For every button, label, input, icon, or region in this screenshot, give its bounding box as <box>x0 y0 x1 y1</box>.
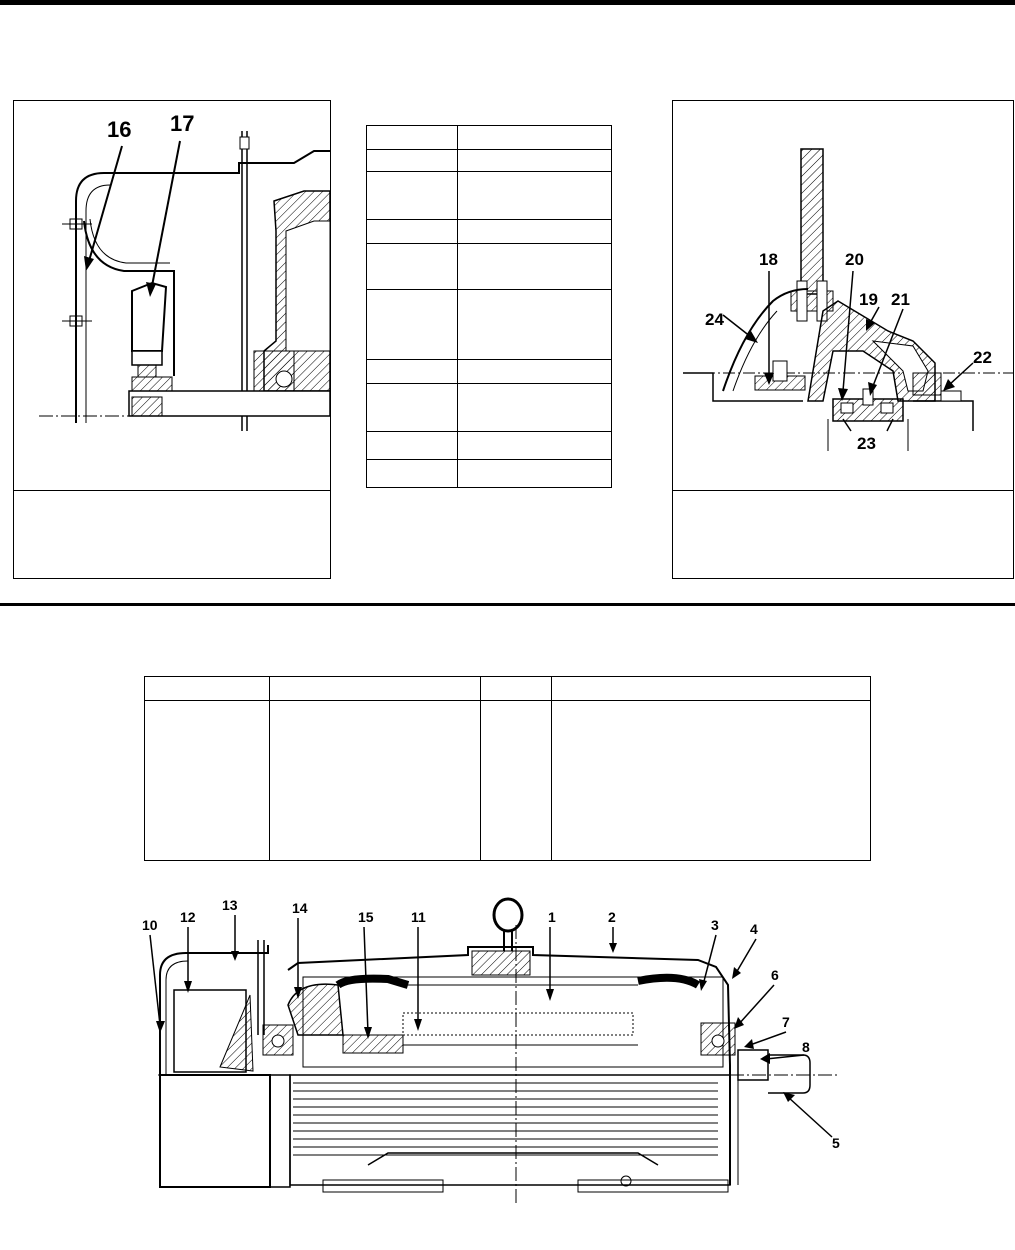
table-cell <box>457 219 612 244</box>
table-cell <box>480 676 552 701</box>
label-11: 11 <box>411 909 426 925</box>
label-21: 21 <box>891 290 910 309</box>
table-cell <box>366 125 458 150</box>
fan-detail-drawing: 16 17 <box>39 111 330 431</box>
parts-list-table <box>144 676 871 861</box>
label-13: 13 <box>222 897 238 913</box>
table-cell <box>366 289 458 360</box>
table-cell <box>457 243 612 290</box>
label-6: 6 <box>771 967 779 983</box>
label-14: 14 <box>292 900 308 916</box>
table-cell <box>269 676 481 701</box>
label-8: 8 <box>802 1039 810 1055</box>
table-cell <box>366 219 458 244</box>
top-rule <box>0 0 1015 5</box>
label-16: 16 <box>107 117 131 142</box>
bearing-detail-drawing: 18 20 19 21 24 22 23 <box>683 148 1013 453</box>
table-cell <box>457 125 612 150</box>
label-19: 19 <box>859 290 878 309</box>
label-23: 23 <box>857 434 876 453</box>
table-cell <box>269 700 481 861</box>
fan-detail-caption <box>13 491 331 579</box>
label-12: 12 <box>180 909 196 925</box>
table-cell <box>457 459 612 488</box>
label-18: 18 <box>759 250 778 269</box>
label-2: 2 <box>608 909 616 925</box>
table-cell <box>366 359 458 384</box>
table-cell <box>457 149 612 172</box>
motor-cross-section: 10 12 13 14 15 11 1 2 3 4 6 7 8 5 <box>138 885 858 1210</box>
label-4: 4 <box>750 921 758 937</box>
table-cell <box>366 243 458 290</box>
table-cell <box>144 700 270 861</box>
table-cell <box>457 289 612 360</box>
bearing-detail-panel: 18 20 19 21 24 22 23 <box>672 100 1014 491</box>
table-cell <box>480 700 552 861</box>
label-20: 20 <box>845 250 864 269</box>
label-1: 1 <box>548 909 556 925</box>
fan-detail-panel: 16 17 <box>13 100 331 491</box>
table-cell <box>457 383 612 432</box>
label-7: 7 <box>782 1014 790 1030</box>
table-cell <box>366 171 458 220</box>
table-cell <box>457 171 612 220</box>
label-24: 24 <box>705 310 724 329</box>
motor-drawing: 10 12 13 14 15 11 1 2 3 4 6 7 8 5 <box>142 897 840 1205</box>
table-cell <box>551 700 871 861</box>
table-cell <box>366 383 458 432</box>
label-22: 22 <box>973 348 992 367</box>
table-cell <box>366 149 458 172</box>
label-10: 10 <box>142 917 158 933</box>
center-parts-table <box>366 125 612 488</box>
label-3: 3 <box>711 917 719 933</box>
table-cell <box>457 359 612 384</box>
label-17: 17 <box>170 111 194 136</box>
table-cell <box>366 459 458 488</box>
table-cell <box>457 431 612 460</box>
middle-rule <box>0 603 1015 606</box>
bearing-detail-caption <box>672 491 1014 579</box>
label-15: 15 <box>358 909 374 925</box>
table-cell <box>551 676 871 701</box>
label-5: 5 <box>832 1135 840 1151</box>
table-cell <box>366 431 458 460</box>
table-cell <box>144 676 270 701</box>
